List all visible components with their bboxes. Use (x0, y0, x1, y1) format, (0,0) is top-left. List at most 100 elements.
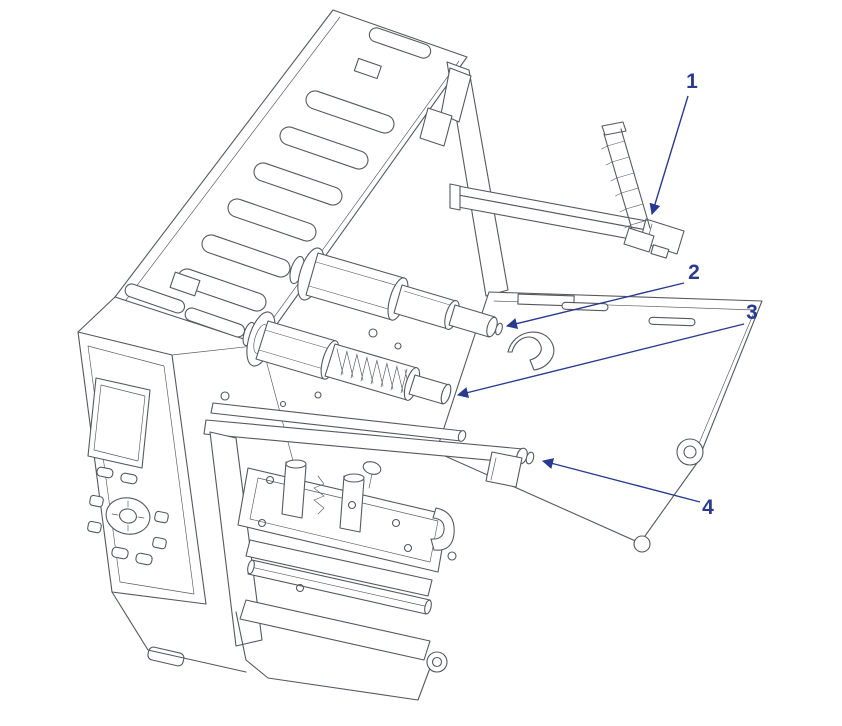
mounting-hole (394, 342, 402, 350)
guide-rail-right (620, 128, 651, 229)
chassis-left-edge (77, 296, 116, 333)
vent-slot (253, 162, 343, 206)
screw (391, 518, 401, 528)
panel-key (89, 494, 104, 508)
cover-guide-hook (507, 331, 555, 371)
callout-label-3: 3 (746, 301, 758, 324)
panel-slot-top (368, 27, 432, 59)
hinge-block (419, 107, 453, 147)
vent-slot-small (124, 283, 186, 314)
media-rest-bars (203, 402, 535, 488)
callout-label-4: 4 (702, 496, 714, 519)
callout-2: 2 (505, 261, 700, 330)
cover-corner-foot (633, 535, 651, 553)
support-column (446, 61, 509, 297)
printhead-bar (245, 539, 433, 597)
platen-axis-line (250, 566, 430, 608)
guide-post (339, 475, 365, 533)
callout-1: 1 (649, 70, 698, 216)
media-supply-hanger (449, 121, 685, 259)
vent-slot (305, 90, 395, 134)
printhead-block-inner (249, 477, 439, 563)
function-key (96, 466, 114, 479)
front-tray (239, 599, 431, 661)
panel-bezel-inner (87, 345, 195, 595)
screws (257, 475, 413, 593)
spindle-lower (242, 311, 452, 405)
spindle-upper (289, 247, 503, 338)
dpad-ticks (111, 500, 145, 532)
guide-foot (623, 227, 655, 253)
guide-top-cap (601, 121, 627, 136)
knurl-texture (336, 348, 411, 394)
left-side-plate (209, 431, 263, 647)
screw (347, 500, 357, 510)
screw (295, 583, 305, 593)
chassis-wall-edge (261, 344, 297, 473)
panel-rim-line (258, 60, 460, 339)
right-foot-hub (431, 656, 443, 668)
callout-label-2: 2 (688, 261, 700, 284)
upper-bar-end (457, 430, 467, 442)
vent-slots (124, 90, 395, 338)
callout-3: 3 (456, 301, 758, 399)
guide-teeth (601, 145, 632, 229)
base-outline (235, 611, 431, 701)
callout-4: 4 (541, 458, 714, 519)
bar-end-tip (525, 451, 535, 465)
panel-key (135, 552, 153, 566)
panel-key (152, 536, 167, 550)
control-panel (77, 331, 247, 673)
cover-notch (517, 293, 575, 307)
bracket-line (490, 457, 497, 481)
guide-post-top (285, 459, 307, 469)
cover-foot-hub (683, 445, 697, 459)
frame-mounting-holes (220, 328, 402, 408)
mounting-hole (279, 400, 287, 408)
toggle-knob (362, 461, 382, 475)
callout-arrow-3 (456, 323, 745, 399)
function-key (120, 472, 138, 485)
column-gusset (440, 67, 472, 123)
tip-nub (495, 322, 503, 336)
screw (265, 475, 275, 485)
callouts: 1 2 3 4 (456, 70, 758, 519)
screw (403, 543, 413, 553)
vent-slot (279, 126, 369, 170)
guide-rungs (607, 140, 649, 226)
display-screen (87, 377, 151, 469)
latch-pivot (447, 551, 457, 561)
platen-end (424, 599, 432, 615)
display-inner (93, 384, 146, 462)
tip-cap (440, 383, 452, 405)
mounting-hole (314, 391, 322, 399)
chassis (77, 9, 509, 473)
bar-bracket (485, 451, 523, 488)
panel-cutout (169, 271, 201, 297)
callout-arrow-1 (649, 95, 689, 216)
callout-arrow-2 (505, 282, 685, 330)
toggle-stem (368, 473, 373, 489)
barrel-lines (308, 261, 403, 312)
dpad-center-button (118, 508, 138, 524)
mounting-hole (220, 391, 230, 401)
print-mechanism (147, 431, 457, 701)
spring (313, 475, 325, 515)
bracket-tab (650, 244, 670, 259)
panel-latch-hole (353, 57, 382, 80)
guide-post (281, 461, 307, 519)
head-latch (430, 507, 455, 551)
hanger-rail-mount (449, 183, 461, 211)
front-bottom-edge (111, 591, 247, 673)
media-guide-toothed (601, 121, 655, 253)
barrel-lines (258, 329, 334, 371)
panel-key (87, 520, 102, 534)
panel-key (111, 546, 129, 560)
screw (257, 518, 267, 528)
panel-key (154, 510, 169, 524)
vent-slot (227, 198, 317, 242)
cover-slot (648, 316, 696, 327)
vent-slot (201, 234, 291, 278)
